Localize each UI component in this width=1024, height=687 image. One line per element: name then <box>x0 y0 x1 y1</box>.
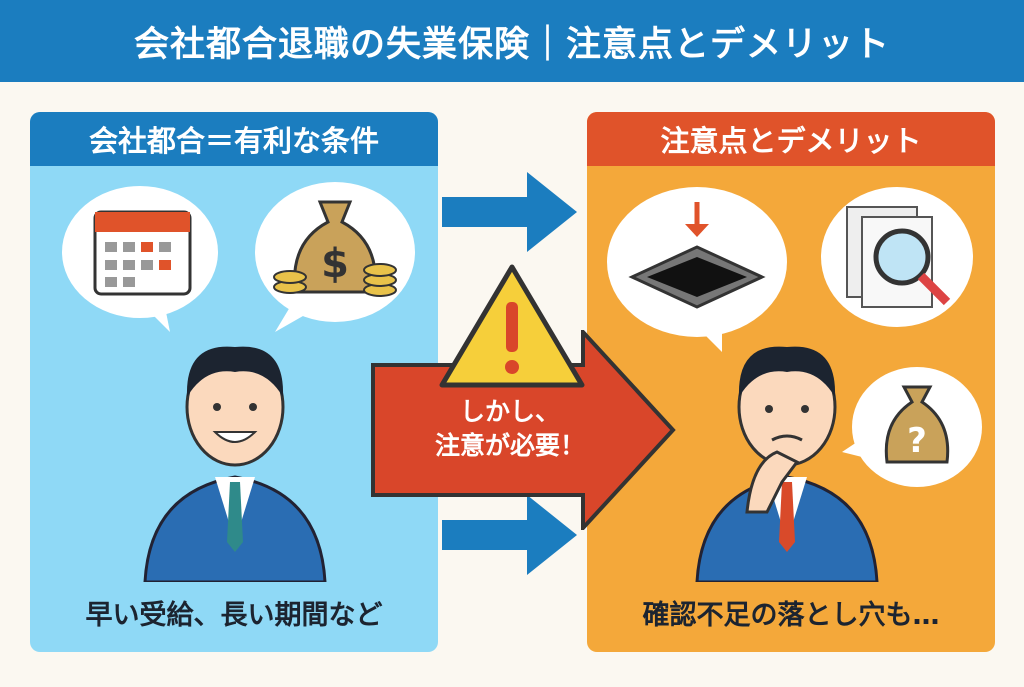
svg-text:$: $ <box>321 241 349 287</box>
arrow-bottom-icon <box>442 495 577 575</box>
right-panel: 注意点とデメリット ? 確認不足の落とし穴も… <box>587 112 995 652</box>
caution-text: しかし、注意が必要！ <box>395 395 625 463</box>
question-money-bag-icon: ? <box>842 367 982 487</box>
warning-icon <box>439 264 585 388</box>
worried-businessman <box>695 346 879 582</box>
left-panel: 会社都合＝有利な条件 $ 早い受給、長い期間など <box>30 112 438 652</box>
calendar-icon <box>62 186 218 332</box>
document-magnifier-icon <box>821 187 973 327</box>
caution-line-2: 注意が必要！ <box>434 431 585 460</box>
right-panel-footer: 確認不足の落とし穴も… <box>642 600 940 631</box>
page-title: 会社都合退職の失業保険｜注意点とデメリット <box>0 0 1024 82</box>
left-panel-footer: 早い受給、長い期間など <box>85 600 383 631</box>
left-panel-header: 会社都合＝有利な条件 <box>30 112 438 166</box>
right-panel-header: 注意点とデメリット <box>587 112 995 166</box>
caution-line-1: しかし、 <box>459 397 560 426</box>
pitfall-icon <box>607 187 787 352</box>
svg-text:?: ? <box>907 421 927 461</box>
smiling-businessman <box>143 346 327 582</box>
money-bag-icon: $ <box>255 182 415 332</box>
arrow-top-icon <box>442 172 577 252</box>
